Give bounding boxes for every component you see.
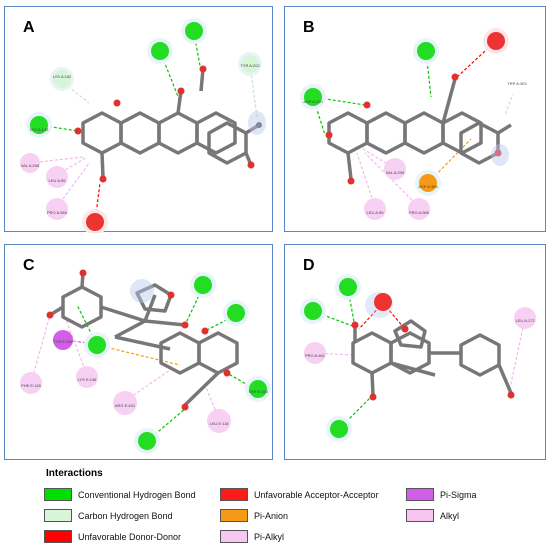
residue-label: ASP A:306 bbox=[418, 184, 438, 189]
residue-label: LYS E:146 bbox=[78, 377, 98, 382]
legend-label: Carbon Hydrogen Bond bbox=[78, 510, 173, 521]
residue-label: VAL A:209 bbox=[386, 170, 405, 175]
panel-label: A bbox=[23, 19, 35, 36]
legend-item: Conventional Hydrogen Bond bbox=[44, 488, 196, 501]
residue-label: LEU A:95 bbox=[367, 210, 385, 215]
legend-label: Pi-Sigma bbox=[440, 489, 477, 500]
legend-label: Unfavorable Donor-Donor bbox=[78, 531, 182, 542]
legend-item: Alkyl bbox=[406, 509, 459, 522]
legend-item: Carbon Hydrogen Bond bbox=[44, 509, 173, 522]
legend-swatch bbox=[44, 488, 72, 501]
panel-label: B bbox=[303, 19, 315, 36]
panel-label: C bbox=[23, 257, 35, 274]
legend-label: Pi-Alkyl bbox=[254, 531, 285, 542]
panel-d: D bbox=[284, 244, 546, 460]
legend-swatch bbox=[44, 530, 72, 543]
residue-label: ASP A:210 bbox=[303, 99, 323, 104]
interaction-diagram-d: PRO A:461 LEU A:172 bbox=[300, 274, 536, 442]
residue-label: ARG E:401 bbox=[115, 403, 136, 408]
legend-item: Unfavorable Donor-Donor bbox=[44, 530, 181, 543]
residue-label: LYS A:143 bbox=[30, 127, 49, 132]
interactions-legend: Interactions Conventional Hydrogen Bond … bbox=[44, 468, 514, 548]
residue-label: TYR A:202 bbox=[240, 63, 260, 68]
legend-swatch bbox=[406, 488, 434, 501]
residue-label: PRO A:565 bbox=[47, 210, 68, 215]
residue-label: LEU E:118 bbox=[209, 421, 229, 426]
interaction-diagram-a: LYS A:162 LYS A:143 VAL A:208 LEU A:95 P… bbox=[20, 18, 266, 233]
residue-label: TRP A:303 bbox=[507, 81, 527, 86]
panel-a: A bbox=[4, 6, 273, 233]
residue-label: THR E:163 bbox=[248, 389, 269, 394]
interaction-diagram-c: TYR E:169 PHE E:145 LYS E:146 ARG E:401 … bbox=[20, 269, 271, 454]
legend-label: Unfavorable Acceptor-Acceptor bbox=[254, 489, 379, 500]
residue-label: LEU A:95 bbox=[49, 178, 67, 183]
legend-label: Conventional Hydrogen Bond bbox=[78, 489, 196, 500]
residue-label: PRO A:461 bbox=[305, 353, 326, 358]
legend-swatch bbox=[220, 488, 248, 501]
legend-swatch bbox=[44, 509, 72, 522]
legend-swatch bbox=[406, 509, 434, 522]
panel-b: B bbox=[284, 6, 546, 232]
panel-label: D bbox=[303, 257, 315, 274]
interaction-diagram-b: ASP A:210 TRP A:303 VAL A:209 LEU A:95 P… bbox=[300, 28, 529, 220]
residue-label: VAL A:208 bbox=[21, 163, 40, 168]
legend-item: Pi-Alkyl bbox=[220, 530, 284, 543]
legend-item: Pi-Anion bbox=[220, 509, 288, 522]
panel-c: C bbox=[4, 244, 273, 460]
residue-label: LYS A:162 bbox=[53, 74, 72, 79]
legend-title: Interactions bbox=[46, 468, 103, 479]
legend-swatch bbox=[220, 530, 248, 543]
legend-label: Pi-Anion bbox=[254, 510, 289, 521]
legend-item: Pi-Sigma bbox=[406, 488, 477, 501]
residue-label: LEU A:172 bbox=[515, 318, 535, 323]
residue-label: PHE E:145 bbox=[21, 383, 42, 388]
residue-label: TYR E:169 bbox=[53, 339, 73, 344]
residue-label: PRO A:565 bbox=[409, 210, 430, 215]
legend-label: Alkyl bbox=[440, 510, 460, 521]
legend-swatch bbox=[220, 509, 248, 522]
legend-item: Unfavorable Acceptor-Acceptor bbox=[220, 488, 379, 501]
